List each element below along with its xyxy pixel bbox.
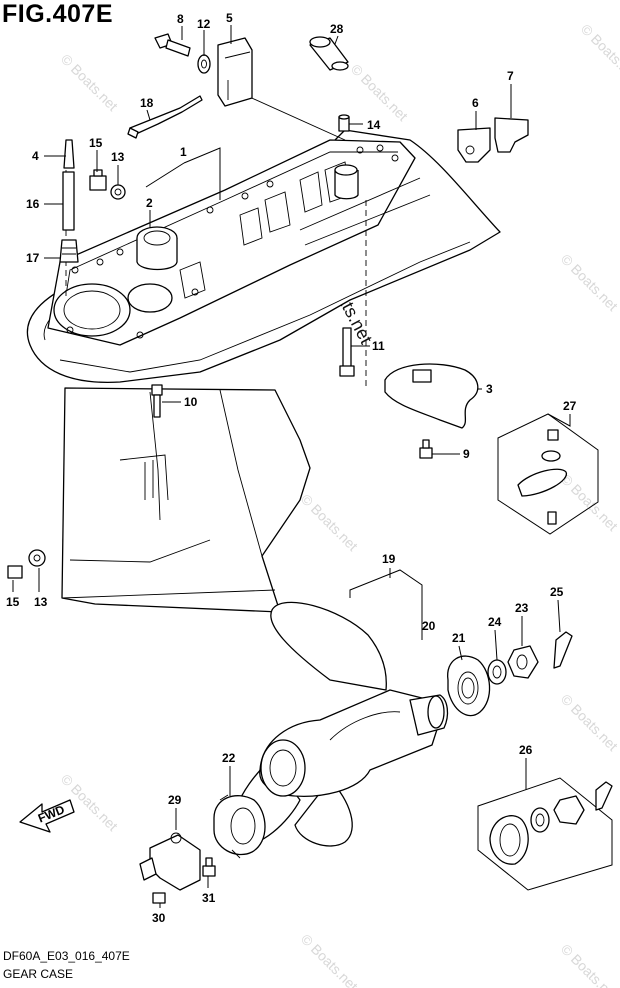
part-21-thrust-washer — [447, 655, 491, 717]
callout-11: 11 — [372, 339, 385, 353]
part-23-nut — [507, 645, 539, 679]
callout-4: 4 — [32, 149, 39, 163]
part-14-pin — [338, 114, 350, 132]
callout-8: 8 — [177, 12, 184, 26]
callout-21: 21 — [452, 631, 466, 645]
watermark: © Boats.net — [298, 931, 361, 988]
part-6-bracket — [457, 127, 491, 163]
part-11-bolt — [339, 327, 355, 377]
part-8-bolt — [154, 33, 191, 57]
callout-24: 24 — [488, 615, 502, 629]
part-19-propeller — [231, 601, 449, 847]
figure-name: GEAR CASE — [3, 967, 74, 981]
callout-16: 16 — [26, 197, 40, 211]
leader-lines — [12, 25, 571, 908]
part-29-joint — [139, 832, 201, 891]
watermark: © Boats.net — [558, 251, 620, 314]
callout-31: 31 — [202, 891, 216, 905]
watermark: © Boats.net — [348, 61, 411, 124]
callout-10: 10 — [184, 395, 198, 409]
part-28-sleeve — [309, 36, 349, 71]
part-10-bolt — [151, 384, 163, 418]
watermark: © Boats.net — [558, 471, 620, 534]
callout-brackets — [145, 147, 423, 640]
callout-26: 26 — [519, 743, 533, 757]
callout-7: 7 — [507, 69, 514, 83]
figure-code: DF60A_E03_016_407E — [3, 949, 130, 963]
watermark: © Boats.net — [578, 21, 620, 84]
callout-14: 14 — [367, 118, 381, 132]
callout-25: 25 — [550, 585, 564, 599]
watermark: © Boats.net — [558, 691, 620, 754]
callout-12: 12 — [197, 17, 211, 31]
gear-case-body — [26, 129, 501, 613]
figure-title: FIG.407E — [2, 0, 113, 28]
callout-22: 22 — [222, 751, 236, 765]
part-31-bolt — [202, 857, 216, 877]
part-15-plug-top — [89, 169, 126, 200]
part-12-washer — [197, 54, 211, 74]
callout-15-lower: 15 — [6, 595, 20, 609]
part-18-strap — [127, 95, 203, 139]
callout-18: 18 — [140, 96, 154, 110]
part-5-plate — [217, 37, 253, 107]
callout-15-top: 15 — [89, 136, 103, 150]
callout-19: 19 — [382, 552, 396, 566]
forward-direction-arrow: FWD — [19, 799, 75, 833]
part-3-trim-tab — [384, 363, 479, 429]
part-9-bolt — [419, 439, 433, 459]
callout-1: 1 — [180, 145, 187, 159]
part-30-plug — [152, 892, 166, 904]
callout-30: 30 — [152, 911, 166, 925]
watermark: © Boats.net — [58, 51, 121, 114]
part-22-spacer — [213, 794, 266, 859]
callout-29: 29 — [168, 793, 182, 807]
callout-9: 9 — [463, 447, 470, 461]
callout-13-top: 13 — [111, 150, 125, 164]
part-25-cotter-pin — [553, 631, 573, 669]
part-4-16-17-shaft — [59, 139, 79, 263]
callout-labels: 8 12 5 28 7 6 18 14 4 15 13 1 2 16 17 11… — [6, 11, 577, 925]
callout-3: 3 — [486, 382, 493, 396]
part-15-plug-lower — [7, 549, 46, 579]
callout-27: 27 — [563, 399, 577, 413]
callout-13-lower: 13 — [34, 595, 48, 609]
callout-6: 6 — [472, 96, 479, 110]
part-27-kit — [497, 413, 599, 535]
callout-28: 28 — [330, 22, 344, 36]
callout-17: 17 — [26, 251, 40, 265]
watermark: © Boats.net — [558, 941, 620, 988]
callout-20: 20 — [422, 619, 436, 633]
part-26-kit — [477, 777, 613, 891]
callout-2: 2 — [146, 196, 153, 210]
watermark: © Boats.net — [298, 491, 361, 554]
callout-23: 23 — [515, 601, 529, 615]
part-7-clip — [494, 117, 529, 153]
callout-5: 5 — [226, 11, 233, 25]
part-24-washer — [487, 659, 507, 685]
